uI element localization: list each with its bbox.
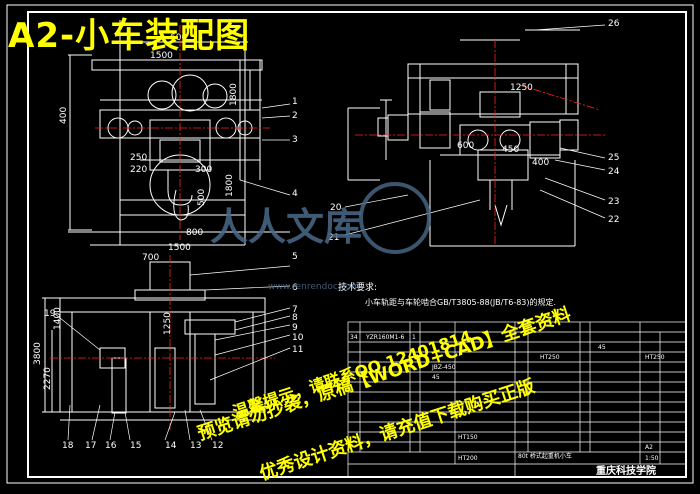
dim-2270: 2270 <box>43 367 53 390</box>
drawing-scale: 1:50 <box>645 455 659 462</box>
table-cell-material: 45 <box>598 344 606 351</box>
balloon-2: 2 <box>292 111 298 121</box>
balloon-11: 11 <box>292 345 303 355</box>
dim-1500-bottom: 1500 <box>168 243 191 253</box>
plan-view-centerlines <box>355 40 605 245</box>
dim-1800-b: 1800 <box>225 174 235 197</box>
balloon-6: 6 <box>292 283 298 293</box>
dim-600: 600 <box>170 33 187 43</box>
watermark-logo-icon <box>359 182 431 254</box>
end-view-dims: 1400 3800 2270 1250 <box>33 307 173 390</box>
table-cell-no: 34 <box>350 334 358 341</box>
drawing-frame <box>6 4 694 484</box>
dim-600-plan: 600 <box>457 141 474 151</box>
table-cell-ht150: HT150 <box>458 434 478 441</box>
parts-table-cells: 34 YZR160M1-6 1 45 HT250 HT250 JBZ-450 4… <box>350 334 665 462</box>
drawing-name: 80t 桥式起重机小车 <box>518 452 572 460</box>
part-balloons: 1 2 3 4 5 6 7 8 9 10 11 12 13 14 15 16 1… <box>44 19 620 451</box>
table-cell-jbz: JBZ-450 <box>431 364 456 371</box>
end-view-leaders <box>54 265 291 441</box>
dim-1400: 1400 <box>53 307 63 330</box>
table-cell-model: YZR160M1-6 <box>365 334 405 341</box>
dim-450: 450 <box>502 145 519 155</box>
parts-table <box>347 321 687 478</box>
balloon-13: 13 <box>190 441 201 451</box>
balloon-12: 12 <box>212 441 223 451</box>
dim-300: 300 <box>195 165 212 175</box>
tech-heading: 技术要求: <box>338 281 377 293</box>
balloon-21: 21 <box>328 233 339 243</box>
table-cell-45: 45 <box>432 374 440 381</box>
balloon-1: 1 <box>292 97 298 107</box>
balloon-23: 23 <box>608 197 619 207</box>
dim-700: 700 <box>142 253 159 263</box>
balloon-24: 24 <box>608 167 620 177</box>
balloon-19: 19 <box>44 309 56 319</box>
dim-400: 400 <box>59 107 69 124</box>
watermark-brand: 人人文库 <box>210 205 362 249</box>
table-cell-ht250: HT250 <box>540 354 560 361</box>
balloon-18: 18 <box>62 441 74 451</box>
balloon-10: 10 <box>292 333 304 343</box>
balloon-7: 7 <box>292 305 298 315</box>
balloon-22: 22 <box>608 215 619 225</box>
dim-250: 250 <box>130 153 147 163</box>
side-view-leaders <box>239 103 291 196</box>
table-cell-ht200: HT200 <box>458 455 478 462</box>
school-name: 重庆科技学院 <box>596 464 656 477</box>
balloon-16: 16 <box>105 441 117 451</box>
side-view-centerlines <box>95 25 270 240</box>
dim-3800: 3800 <box>33 342 43 365</box>
dim-1800: 1800 <box>229 83 239 106</box>
watermark-url: www.renrendoc.com <box>268 282 360 292</box>
plan-view <box>347 29 580 247</box>
plan-view-leaders <box>344 24 606 236</box>
table-cell-ht250-b: HT250 <box>645 354 665 361</box>
table-cell-sheet: A2 <box>645 444 653 451</box>
drawing-title: A2-小车装配图 <box>8 16 251 56</box>
balloon-20: 20 <box>330 203 342 213</box>
table-cell-qty: 1 <box>412 334 416 341</box>
plan-view-dims: 1250 600 400 450 <box>457 83 549 168</box>
dim-400-plan: 400 <box>532 158 549 168</box>
balloon-9: 9 <box>292 323 298 333</box>
balloon-15: 15 <box>130 441 141 451</box>
balloon-17: 17 <box>85 441 96 451</box>
balloon-25: 25 <box>608 153 619 163</box>
balloon-3: 3 <box>292 135 298 145</box>
side-view-dims: 600 1500 1800 400 250 220 300 1800 500 8… <box>59 33 239 263</box>
end-view <box>42 261 266 421</box>
tech-line-1: 小车轨距与车轮啮合GB/T3805-88(JB/T6-83)的规定. <box>365 297 556 307</box>
balloon-26: 26 <box>608 19 620 29</box>
dim-1250-end: 1250 <box>163 312 173 335</box>
balloon-14: 14 <box>165 441 177 451</box>
end-view-centerlines <box>50 255 275 430</box>
dim-500: 500 <box>197 189 207 206</box>
balloon-5: 5 <box>292 252 298 262</box>
dim-800: 800 <box>186 228 203 238</box>
balloon-4: 4 <box>292 189 298 199</box>
dim-220: 220 <box>130 165 147 175</box>
balloon-8: 8 <box>292 313 298 323</box>
dim-1500-top: 1500 <box>150 51 173 61</box>
dim-1250: 1250 <box>510 83 533 93</box>
